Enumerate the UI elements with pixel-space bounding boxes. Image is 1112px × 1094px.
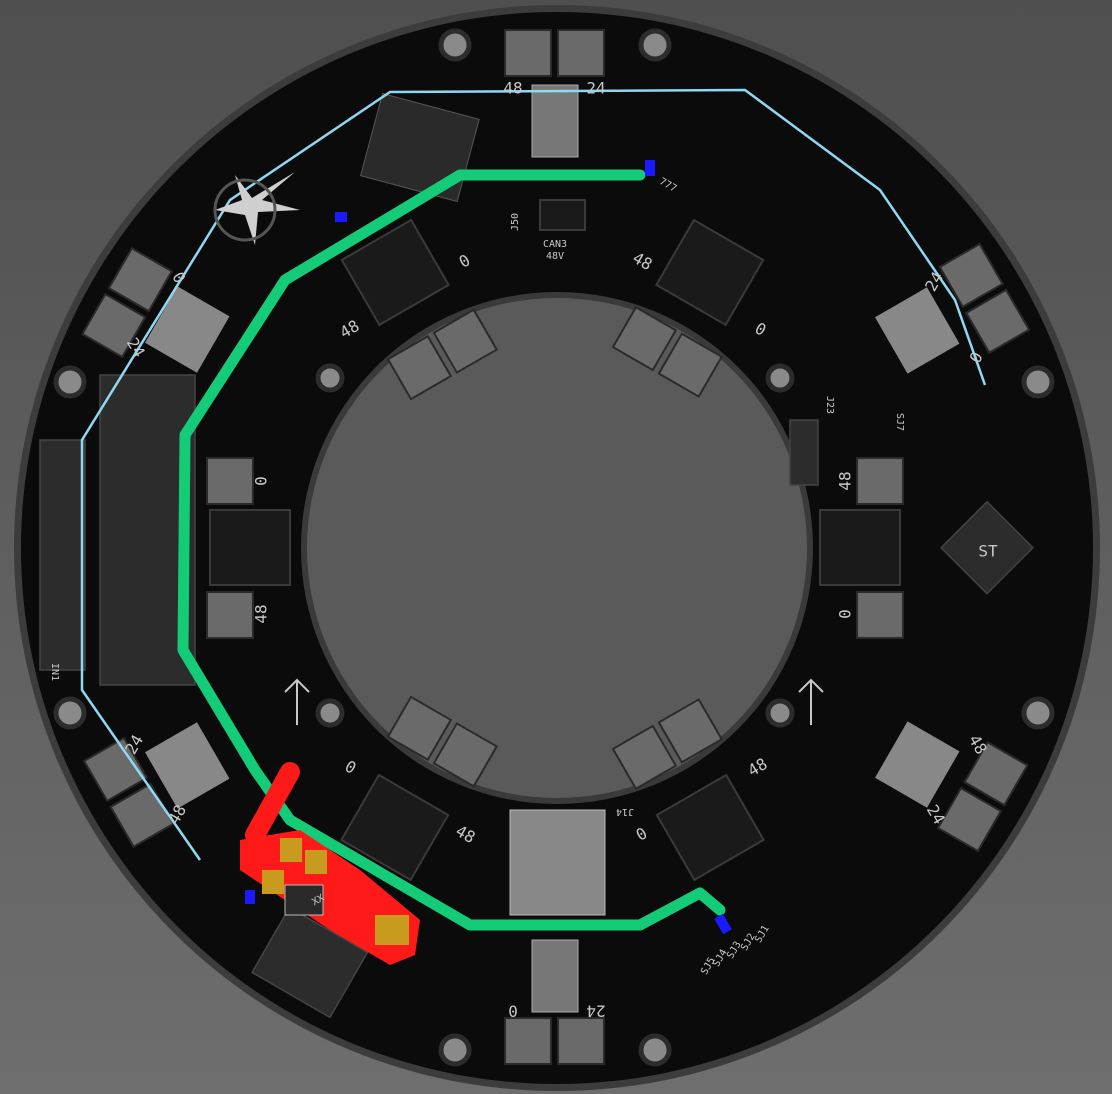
pad-label: 48: [252, 604, 271, 623]
blue-pad: [714, 913, 732, 935]
in1-label: IN1: [49, 663, 60, 681]
pad-label: 24: [586, 1002, 605, 1021]
logo-ring: [213, 178, 277, 242]
regulator-marking: XX: [310, 893, 326, 909]
mounting-holes: [53, 28, 1055, 1067]
blue-pad: [645, 160, 655, 176]
compass-star-logo: [215, 172, 300, 245]
blue-pad: [335, 212, 347, 222]
pad-label: 24: [586, 79, 605, 98]
j50-label: J50: [510, 213, 521, 231]
power-stage-copper: [240, 762, 420, 965]
connectors: [39, 84, 1035, 1019]
pad-label: 0: [252, 476, 271, 486]
trace-green: [177, 169, 726, 931]
up-arrow-icon: [284, 678, 824, 725]
j23-label: J23: [824, 396, 835, 414]
st-logo: ST: [978, 542, 998, 561]
pad-label: 0: [508, 1002, 518, 1021]
can3-label: CAN3: [543, 239, 567, 250]
pad-label: 0: [836, 609, 855, 619]
sj7-label: SJ7: [894, 413, 905, 431]
j14-label: J14: [616, 806, 634, 817]
pad-label: 48: [503, 79, 522, 98]
center-cutout: [307, 298, 807, 798]
can3-voltage-label: 48V: [546, 251, 564, 262]
trace-cyan: [80, 88, 987, 861]
pad-label: 48: [836, 471, 855, 490]
